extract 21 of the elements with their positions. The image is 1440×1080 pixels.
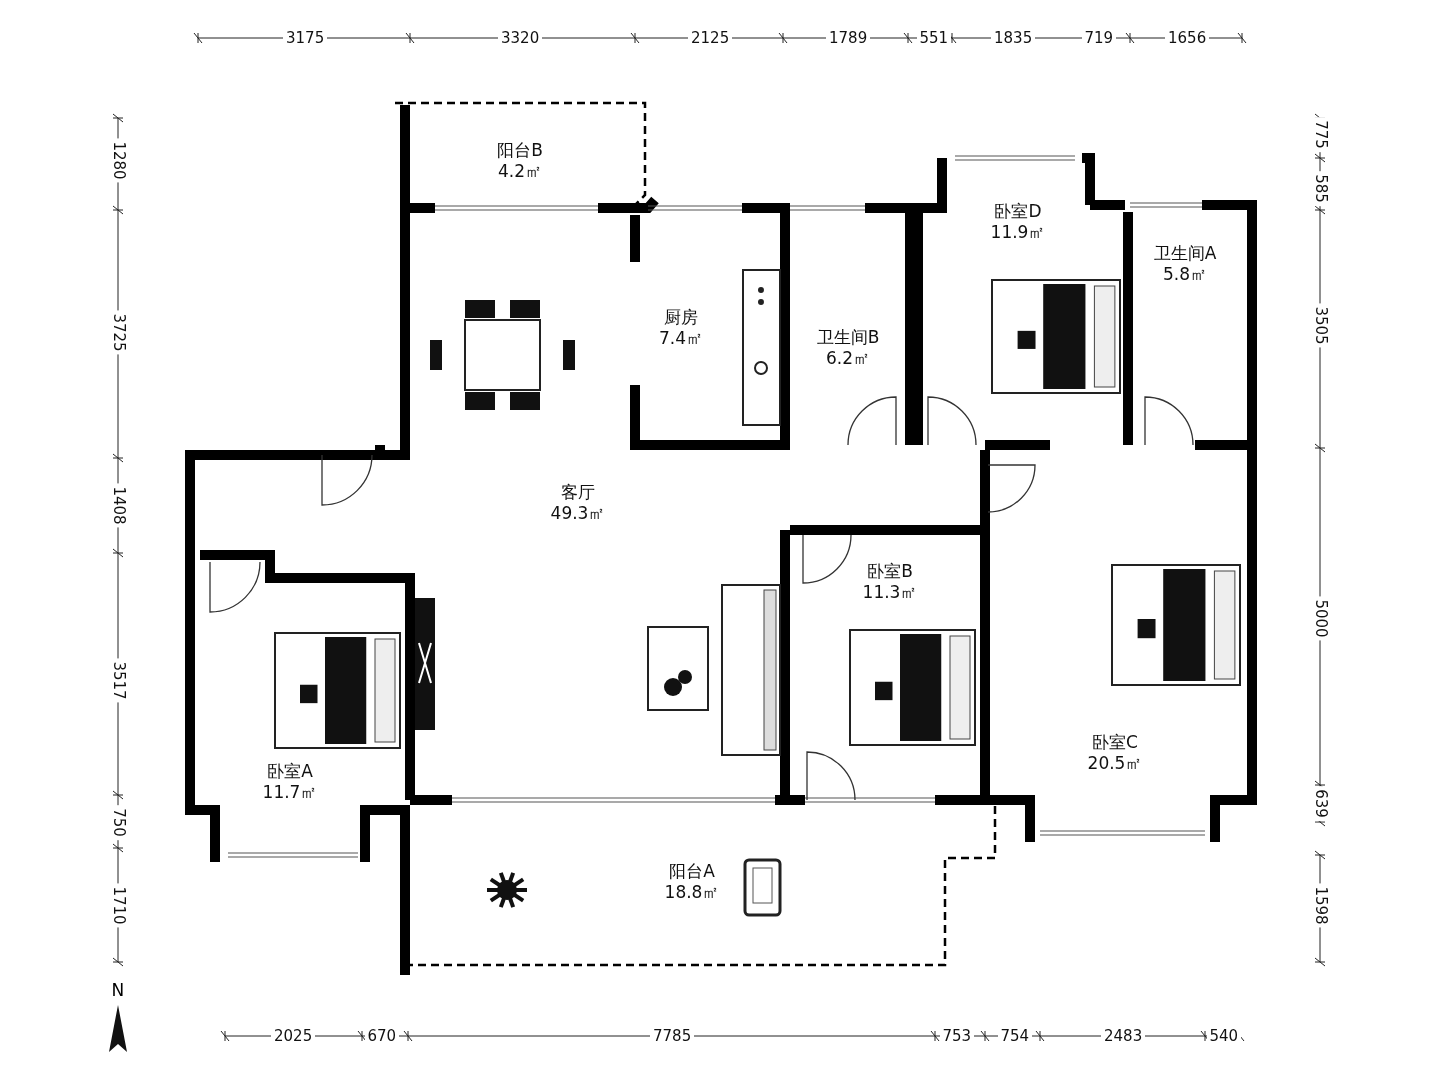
area-label: 4.2㎡ — [497, 161, 543, 182]
room-name-label: 卫生间A — [1153, 243, 1217, 264]
area-label: 11.7㎡ — [262, 782, 318, 803]
area-label: 18.8㎡ — [664, 882, 720, 903]
north-label: N — [111, 981, 125, 999]
area-label: 11.9㎡ — [990, 222, 1046, 243]
room-name-label: 客厅 — [560, 482, 596, 503]
room-name-label: 卧室A — [266, 761, 314, 782]
area-label: 20.5㎡ — [1087, 753, 1143, 774]
area-label: 7.4㎡ — [659, 328, 703, 349]
room-name-label: 厨房 — [663, 307, 699, 328]
area-label: 49.3㎡ — [550, 503, 606, 524]
room-name-label: 卧室C — [1091, 732, 1139, 753]
room-name-label: 阳台B — [497, 140, 543, 161]
room-name-label: 卧室B — [866, 561, 914, 582]
room-name-label: 卫生间B — [816, 327, 880, 348]
area-label: 5.8㎡ — [1162, 264, 1208, 285]
area-label: 11.3㎡ — [862, 582, 918, 603]
room-name-label: 阳台A — [668, 861, 716, 882]
area-label: 6.2㎡ — [825, 348, 871, 369]
room-name-label: 卧室D — [993, 201, 1043, 222]
